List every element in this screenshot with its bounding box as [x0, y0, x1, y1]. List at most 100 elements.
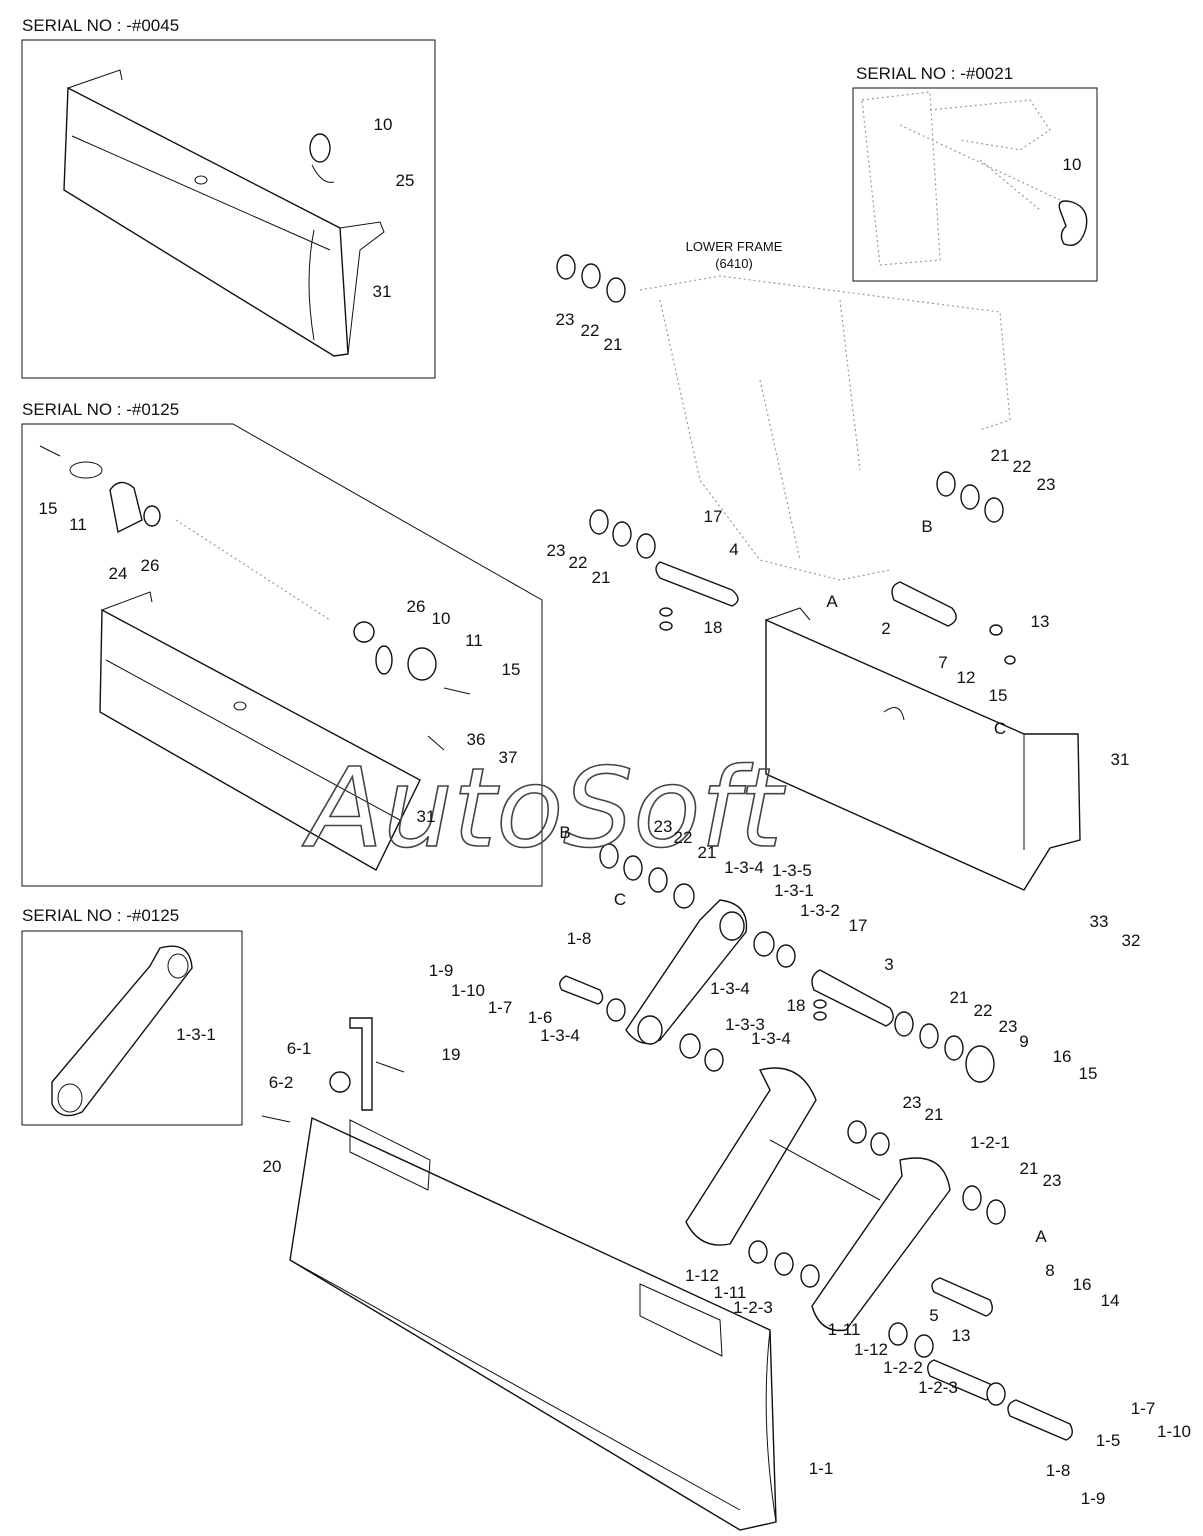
callout-link-23: 23	[999, 1017, 1018, 1036]
callout-frame-22: 32	[1122, 931, 1141, 950]
serial-0045-label: SERIAL NO : -#0045	[22, 16, 179, 35]
lower-frame-ghost	[639, 275, 1011, 581]
blade-top-0125a	[39, 445, 471, 871]
callout-blade-5: 21	[925, 1105, 944, 1124]
callout-link-25: 16	[1053, 1047, 1072, 1066]
callout-link-2: 22	[674, 828, 693, 847]
callout-frame-1: 22	[581, 321, 600, 340]
callout-link-0: B	[559, 823, 570, 842]
callout-link-17: 1-3-4	[710, 979, 750, 998]
callout-frame-14: 2	[881, 619, 890, 638]
frame-ghost-0021	[861, 91, 1088, 266]
callout-frame-2: 21	[604, 335, 623, 354]
inset-0045-box	[21, 39, 436, 379]
callout-blade-4: 23	[903, 1093, 922, 1112]
callout-blade-3: 20	[263, 1157, 282, 1176]
callout-blade-1: 19	[442, 1045, 461, 1064]
callout-inset0125a-10: 31	[417, 807, 436, 826]
callout-inset0125a-6: 11	[465, 631, 483, 650]
callout-link-3: 21	[698, 843, 717, 862]
callout-blade-23: 1-10	[1157, 1422, 1191, 1441]
callout-inset0125a-1: 11	[69, 515, 87, 534]
callout-link-15: 1-3-4	[540, 1026, 580, 1045]
inset-0125b-box	[21, 930, 243, 1126]
callout-blade-21: 1-2-3	[918, 1378, 958, 1397]
callout-link-6: C	[614, 890, 626, 909]
callout-frame-21: 33	[1090, 912, 1109, 931]
callout-frame-12: 18	[704, 618, 723, 637]
callout-blade-26: 1-9	[1081, 1489, 1106, 1508]
callout-blade-22: 1-7	[1131, 1399, 1156, 1418]
callout-inset0045-2: 31	[373, 282, 392, 301]
callout-inset0125a-9: 37	[499, 748, 518, 767]
callout-inset0045-0: 10	[374, 115, 393, 134]
callout-blade-2: 6-2	[269, 1073, 294, 1092]
callout-blade-14: 1-11	[714, 1283, 747, 1302]
callout-blade-20: 1-2-2	[883, 1358, 923, 1377]
callout-blade-19: 1-12	[854, 1340, 888, 1359]
callout-frame-6: B	[921, 517, 932, 536]
callout-blade-13: 1-12	[685, 1266, 719, 1285]
callout-frame-8: 22	[569, 553, 588, 572]
callout-link-20: 1-3-4	[751, 1029, 791, 1048]
callout-blade-11: 16	[1073, 1275, 1092, 1294]
callout-blade-8: 23	[1043, 1171, 1062, 1190]
callout-link-13: 1-7	[488, 998, 513, 1017]
serial-0125-label-b: SERIAL NO : -#0125	[22, 906, 179, 925]
serial-0125-label-a: SERIAL NO : -#0125	[22, 400, 179, 419]
callout-frame-15: 13	[1031, 612, 1050, 631]
callout-link-22: 22	[974, 1001, 993, 1020]
callout-link-19: 1-3-3	[725, 1015, 765, 1034]
watermark-text: AutoSoft	[302, 744, 786, 872]
callout-blade-7: 21	[1020, 1159, 1039, 1178]
callout-frame-19: C	[994, 719, 1006, 738]
callout-inset0021-0: 10	[1063, 155, 1082, 174]
callout-link-10: 1-8	[567, 929, 592, 948]
callout-frame-17: 12	[957, 668, 976, 687]
callout-inset0125a-4: 26	[407, 597, 426, 616]
callout-inset0125a-7: 15	[502, 660, 521, 679]
callout-blade-9: A	[1035, 1227, 1047, 1246]
callout-blade-15: 1-2-3	[733, 1298, 773, 1317]
callout-frame-16: 7	[938, 653, 947, 672]
callout-link-16: 3	[884, 955, 893, 974]
callout-frame-3: 21	[991, 446, 1010, 465]
link-assembly	[559, 843, 995, 1083]
lower-frame-code: (6410)	[715, 256, 753, 271]
callout-blade-10: 8	[1045, 1261, 1054, 1280]
callout-blade-17: 13	[952, 1326, 971, 1345]
callout-inset0125a-2: 24	[109, 564, 128, 583]
callout-blade-25: 1-8	[1046, 1461, 1071, 1480]
inset-0125a-box	[21, 423, 543, 887]
callout-link-7: 1-3-1	[774, 881, 814, 900]
callout-link-8: 1-3-2	[800, 901, 840, 920]
callout-inset0045-1: 25	[396, 171, 415, 190]
callout-blade-24: 1-5	[1096, 1431, 1121, 1450]
callout-inset0125a-5: 10	[432, 609, 451, 628]
callout-link-21: 21	[950, 988, 969, 1007]
lower-frame-title: LOWER FRAME	[686, 239, 783, 254]
callout-blade-18: 1-11	[828, 1320, 861, 1339]
callout-inset0125b-0: 1-3-1	[176, 1025, 216, 1044]
mounting-plate	[765, 607, 1081, 891]
callout-blade-16: 5	[929, 1306, 938, 1325]
frame-hardware	[556, 254, 1016, 665]
blade-top-0045	[63, 69, 385, 357]
callout-frame-9: 21	[592, 568, 611, 587]
callout-frame-5: 23	[1037, 475, 1056, 494]
callout-blade-0: 6-1	[287, 1039, 312, 1058]
callout-frame-10: 17	[704, 507, 723, 526]
callout-blade-27: 1-1	[809, 1459, 834, 1478]
callout-link-9: 17	[849, 916, 868, 935]
yoke-1-2-1	[685, 1067, 1073, 1441]
callout-inset0125a-0: 15	[39, 499, 58, 518]
inset-0021-box	[852, 87, 1098, 282]
callout-frame-18: 15	[989, 686, 1008, 705]
callout-frame-4: 22	[1013, 457, 1032, 476]
callout-link-12: 1-10	[451, 981, 485, 1000]
link-1-3-1-drawing	[51, 945, 193, 1117]
callout-blade-6: 1-2-1	[970, 1133, 1010, 1152]
callout-link-26: 15	[1079, 1064, 1098, 1083]
